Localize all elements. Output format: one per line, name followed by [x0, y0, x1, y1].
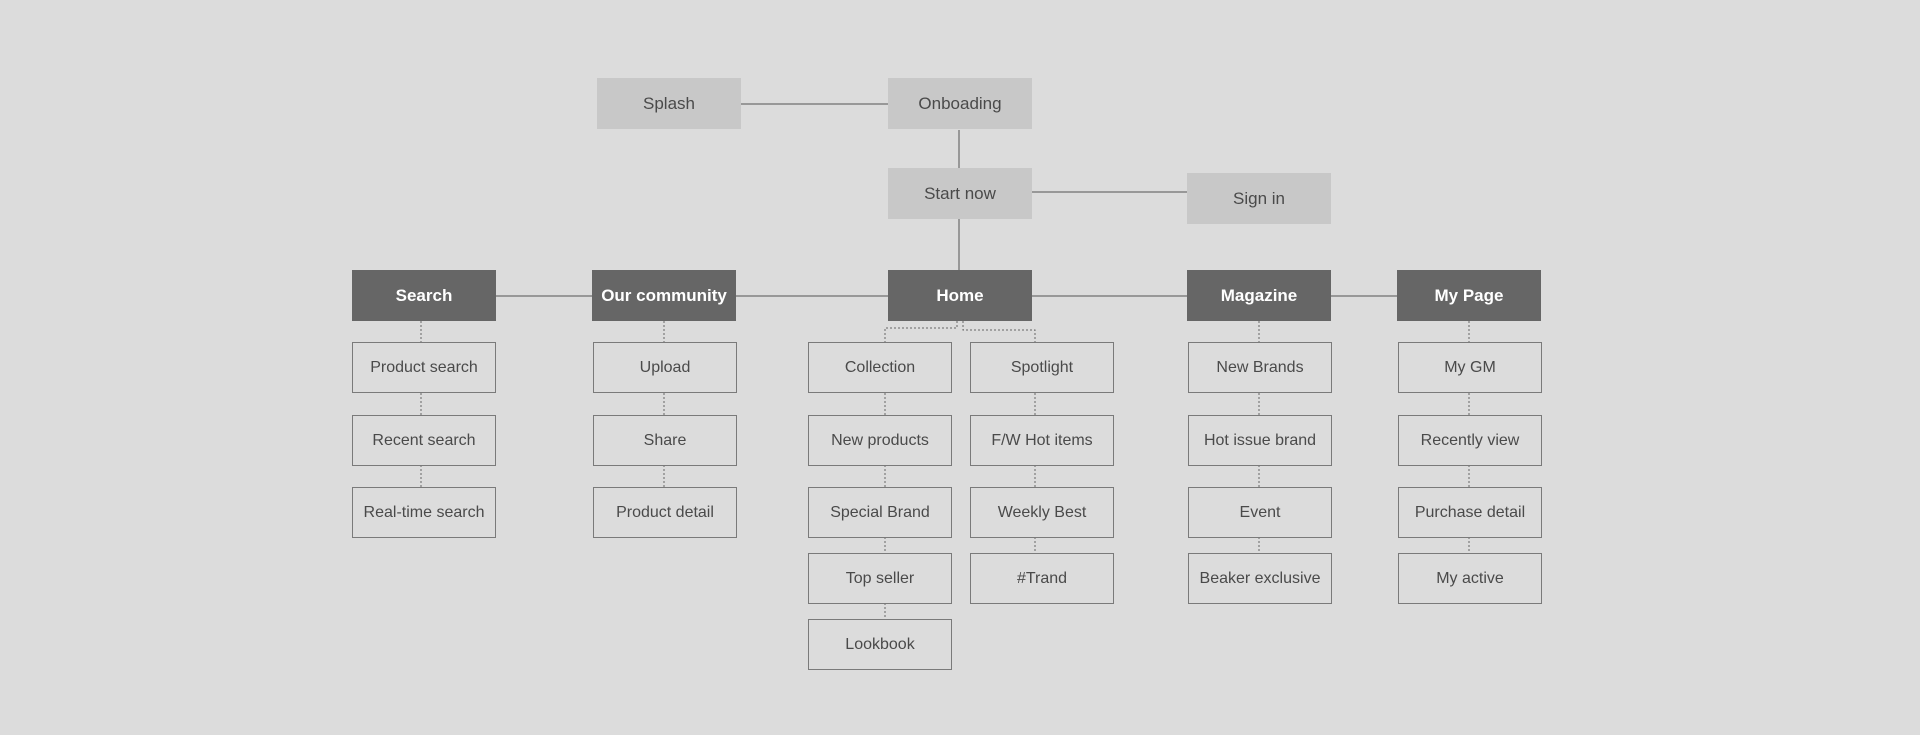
recent-search-node[interactable]: Recent search — [352, 415, 496, 466]
real-time-search-node[interactable]: Real-time search — [352, 487, 496, 538]
new-brands-node[interactable]: New Brands — [1188, 342, 1332, 393]
share-node[interactable]: Share — [593, 415, 737, 466]
magazine-node[interactable]: Magazine — [1187, 270, 1331, 321]
upload-node[interactable]: Upload — [593, 342, 737, 393]
top-seller-node[interactable]: Top seller — [808, 553, 952, 604]
special-brand-node[interactable]: Special Brand — [808, 487, 952, 538]
my-gm-node[interactable]: My GM — [1398, 342, 1542, 393]
event-node[interactable]: Event — [1188, 487, 1332, 538]
splash-node[interactable]: Splash — [597, 78, 741, 129]
collection-node[interactable]: Collection — [808, 342, 952, 393]
hot-issue-brand-node[interactable]: Hot issue brand — [1188, 415, 1332, 466]
onboarding-node[interactable]: Onboading — [888, 78, 1032, 129]
beaker-exclusive-node[interactable]: Beaker exclusive — [1188, 553, 1332, 604]
dotted-home-collection-branch — [884, 321, 958, 342]
our-community-node[interactable]: Our community — [592, 270, 736, 321]
start-now-node[interactable]: Start now — [888, 168, 1032, 219]
recently-view-node[interactable]: Recently view — [1398, 415, 1542, 466]
my-active-node[interactable]: My active — [1398, 553, 1542, 604]
dotted-home-spotlight-branch — [962, 321, 1036, 342]
purchase-detail-node[interactable]: Purchase detail — [1398, 487, 1542, 538]
lookbook-node[interactable]: Lookbook — [808, 619, 952, 670]
fw-hot-items-node[interactable]: F/W Hot items — [970, 415, 1114, 466]
weekly-best-node[interactable]: Weekly Best — [970, 487, 1114, 538]
new-products-node[interactable]: New products — [808, 415, 952, 466]
trand-node[interactable]: #Trand — [970, 553, 1114, 604]
product-search-node[interactable]: Product search — [352, 342, 496, 393]
home-node[interactable]: Home — [888, 270, 1032, 321]
product-detail-node[interactable]: Product detail — [593, 487, 737, 538]
sign-in-node[interactable]: Sign in — [1187, 173, 1331, 224]
search-node[interactable]: Search — [352, 270, 496, 321]
my-page-node[interactable]: My Page — [1397, 270, 1541, 321]
spotlight-node[interactable]: Spotlight — [970, 342, 1114, 393]
